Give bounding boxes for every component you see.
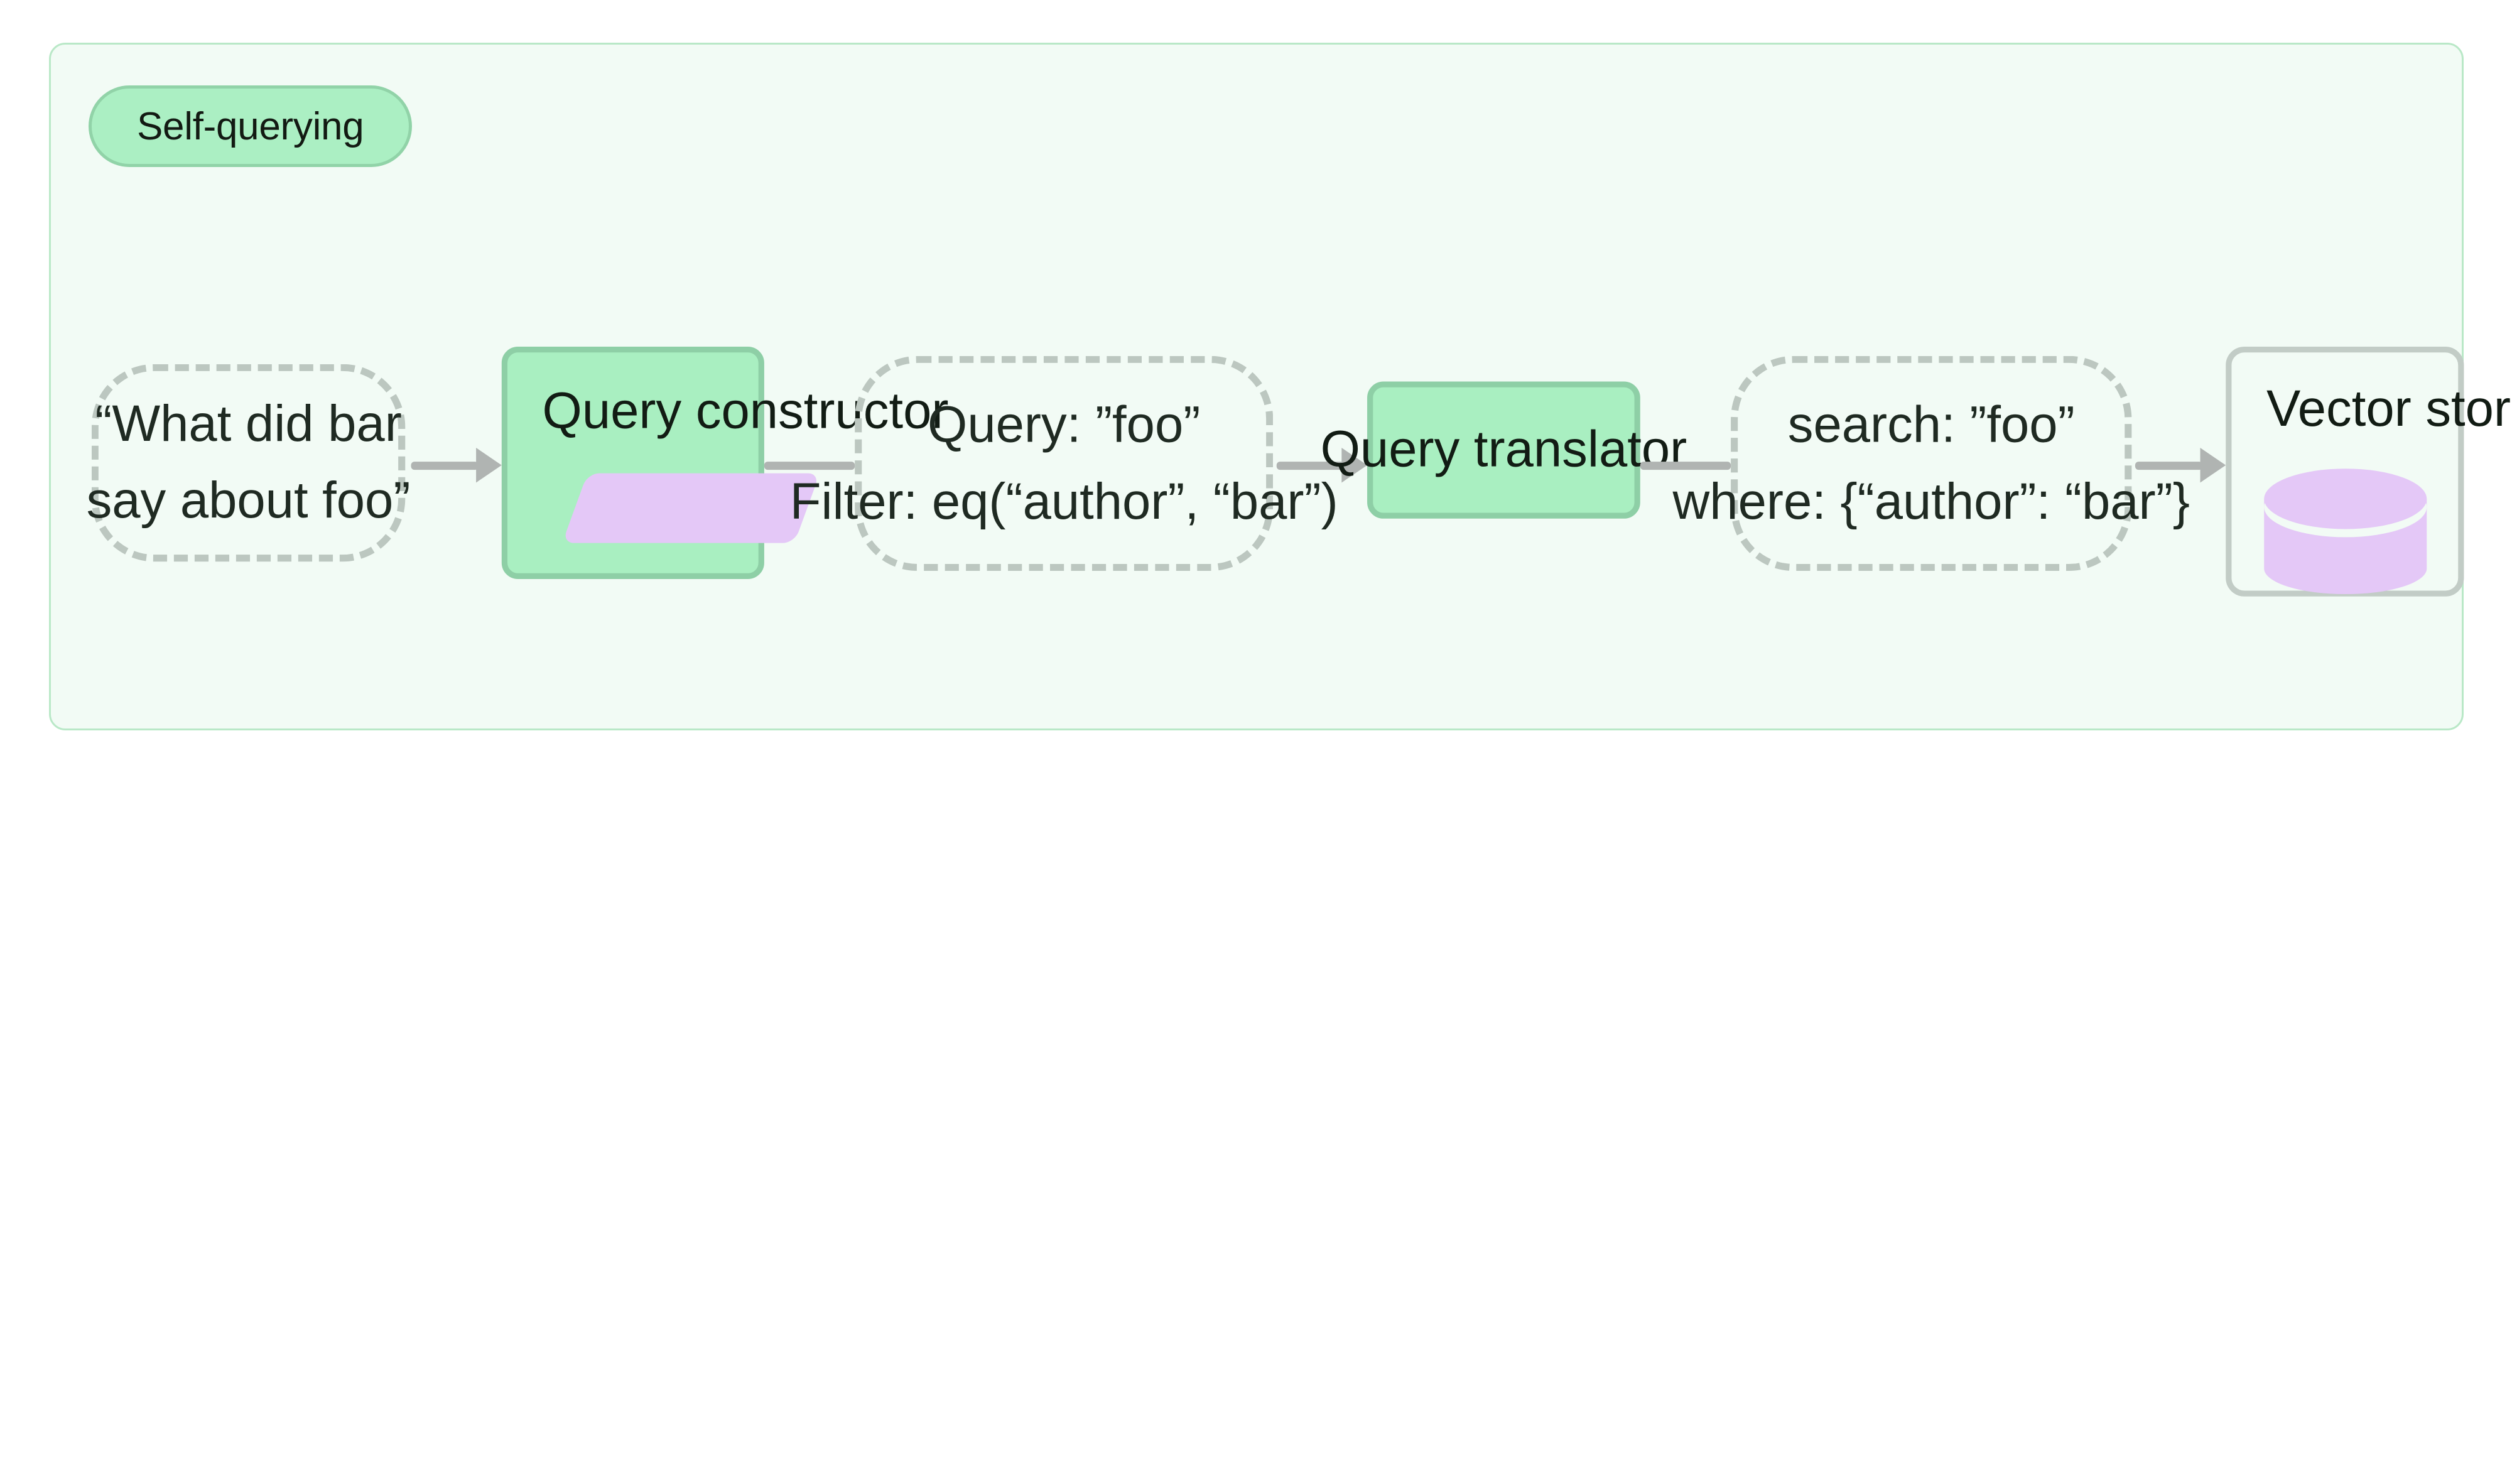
cylinder-top-ellipse [2263,468,2426,529]
vector-store-label: Vector store [2266,381,2512,439]
node-vector-store[interactable]: Vector store [2226,347,2464,597]
diagram-title-badge: Self-querying [89,85,412,167]
user-question-line-1: “What did bar [95,394,402,455]
connector-native-query-to-vector-store [2135,442,2226,489]
connector-line [1640,461,1731,469]
structured-query-line-1: Query: ”foo” [928,395,1200,455]
node-structured-query: Query: ”foo” Filter: eq(“author”, “bar”) [855,356,1273,571]
query-translator-label: Query translator [1321,421,1687,479]
connector-user-question-to-query-constructor [411,442,502,489]
node-query-translator[interactable]: Query translator [1367,382,1640,519]
node-query-constructor[interactable]: Query constructor [502,347,764,579]
user-question-line-2: say about foo” [87,471,411,531]
diagram-container: Self-querying “What did bar say about fo… [49,43,2464,730]
diagram-title-text: Self-querying [137,104,364,149]
node-user-question: “What did bar say about foo” [92,364,406,562]
connector-line [764,461,855,469]
native-query-line-2: where: {“author”: “bar”} [1673,472,2190,532]
database-cylinder-icon [2263,468,2426,563]
node-native-query: search: ”foo” where: {“author”: “bar”} [1731,356,2131,571]
flow-row: “What did bar say about foo” Query const… [115,219,2512,1484]
arrowhead-icon [476,448,502,483]
connector-line [2135,461,2202,469]
native-query-line-1: search: ”foo” [1788,395,2075,455]
connector-line [411,461,479,469]
structured-query-line-2: Filter: eq(“author”, “bar”) [790,472,1338,532]
arrowhead-icon [2201,448,2226,483]
